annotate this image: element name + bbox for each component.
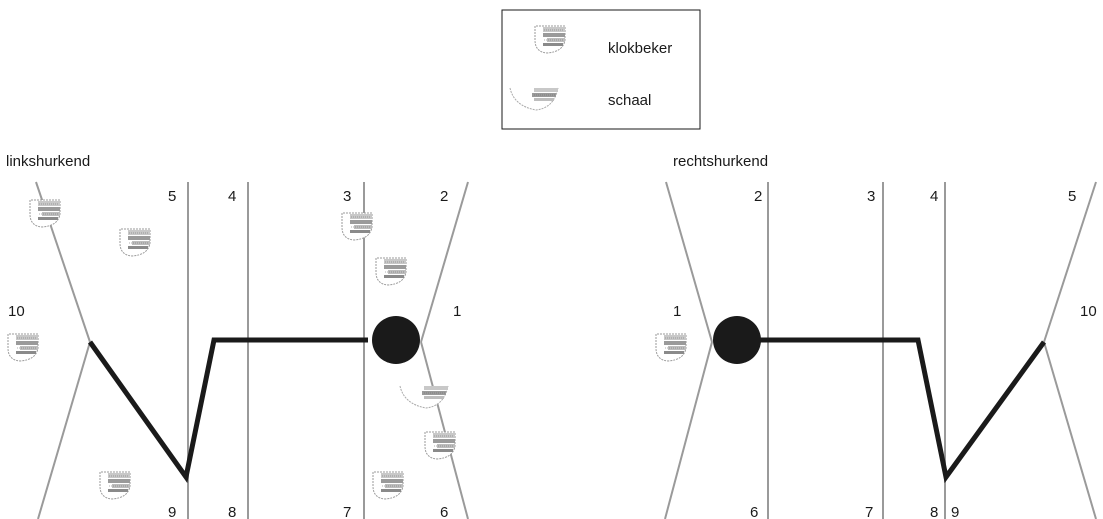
position-number: 6 xyxy=(440,504,448,519)
klokbeker-icon xyxy=(341,212,373,241)
klokbeker-icon xyxy=(119,228,151,257)
panel-title-linkshurkend: linkshurkend xyxy=(6,153,90,170)
position-number: 5 xyxy=(168,188,176,205)
legend: klokbeker schaal xyxy=(501,9,701,130)
position-number: 2 xyxy=(754,188,762,205)
position-number: 6 xyxy=(750,504,758,519)
position-number: 4 xyxy=(930,188,938,205)
grid-lines xyxy=(664,181,1097,519)
klokbeker-icon xyxy=(655,333,687,362)
position-number: 4 xyxy=(228,188,236,205)
position-number: 3 xyxy=(867,188,875,205)
panel-linkshurkend: linkshurkend 5 4 3 2 10 1 9 8 7 6 xyxy=(6,153,469,519)
panel-title-rechtshurkend: rechtshurkend xyxy=(673,153,768,170)
position-number: 7 xyxy=(343,504,351,519)
position-number: 1 xyxy=(453,303,461,320)
position-number: 10 xyxy=(1080,303,1097,320)
position-number: 9 xyxy=(168,504,176,519)
legend-label-klokbeker: klokbeker xyxy=(608,40,672,57)
klokbeker-icon xyxy=(99,471,131,500)
panel-rechtshurkend: rechtshurkend 2 3 4 5 1 10 6 7 8 9 xyxy=(655,153,1097,519)
position-number: 8 xyxy=(930,504,938,519)
legend-box xyxy=(501,9,701,130)
position-number: 1 xyxy=(673,303,681,320)
klokbeker-icon xyxy=(7,333,39,362)
klokbeker-icon xyxy=(372,471,404,500)
position-number: 7 xyxy=(865,504,873,519)
klokbeker-icon xyxy=(29,199,61,228)
position-number: 8 xyxy=(228,504,236,519)
schaal-icon xyxy=(399,385,449,409)
position-number: 9 xyxy=(951,504,959,519)
skull-icon xyxy=(713,316,761,364)
skull-icon xyxy=(372,316,420,364)
klokbeker-icon xyxy=(375,257,407,286)
position-number: 5 xyxy=(1068,188,1076,205)
skeleton-line xyxy=(87,337,368,484)
legend-label-schaal: schaal xyxy=(608,92,651,109)
position-number: 3 xyxy=(343,188,351,205)
skeleton-line xyxy=(760,337,1047,484)
position-number: 10 xyxy=(8,303,25,320)
position-number: 2 xyxy=(440,188,448,205)
